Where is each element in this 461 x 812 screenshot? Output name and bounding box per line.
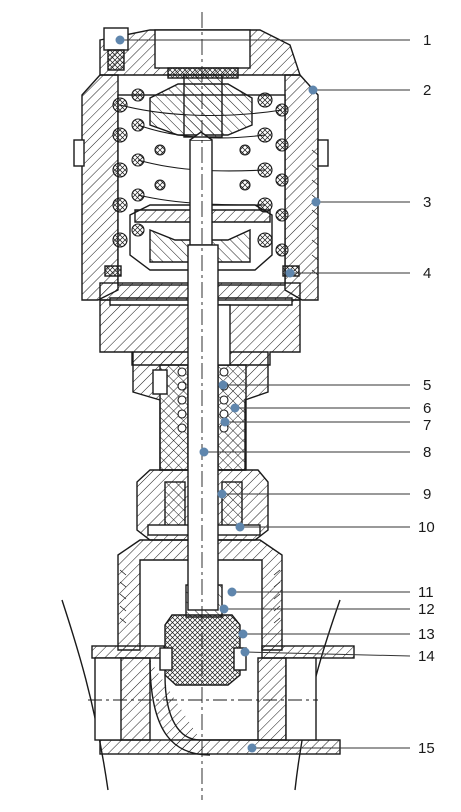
- dot-1: [115, 35, 125, 45]
- callout-number-7: 7: [423, 417, 431, 434]
- valve-stem: [183, 74, 223, 611]
- callout-number-9: 9: [423, 486, 431, 503]
- callout-number-2: 2: [423, 82, 431, 99]
- callout-number-15: 15: [418, 740, 435, 757]
- dot-14: [240, 647, 250, 657]
- dot-10: [235, 522, 245, 532]
- dot-3: [311, 197, 321, 207]
- callout-number-11: 11: [418, 584, 434, 601]
- dot-9: [217, 489, 227, 499]
- callout-number-14: 14: [418, 648, 435, 665]
- dot-15: [247, 743, 257, 753]
- leader-14: [244, 651, 411, 657]
- callout-number-13: 13: [418, 626, 435, 643]
- dot-11: [227, 587, 237, 597]
- callout-number-12: 12: [418, 601, 435, 618]
- actuator-top-cap: [99, 27, 301, 79]
- callout-number-3: 3: [423, 194, 431, 211]
- callout-leaders: [120, 39, 411, 749]
- dot-12: [219, 604, 229, 614]
- dot-6: [230, 403, 240, 413]
- callout-number-10: 10: [418, 519, 435, 536]
- dot-13: [238, 629, 248, 639]
- dot-4: [285, 268, 295, 278]
- callout-number-8: 8: [423, 444, 431, 461]
- dot-5: [218, 380, 228, 390]
- dot-7: [220, 417, 230, 427]
- actuator-springs: [112, 88, 289, 257]
- dot-2: [308, 85, 318, 95]
- callout-number-4: 4: [423, 265, 431, 282]
- callout-number-5: 5: [423, 377, 431, 394]
- callout-number-1: 1: [423, 32, 431, 49]
- callout-dots: [115, 35, 321, 753]
- callout-numbers: 1 2 3 4 5 6 7 8 9 10 11 12 13 14 15: [418, 32, 435, 757]
- valve-body: [61, 599, 355, 791]
- dot-8: [199, 447, 209, 457]
- callout-number-6: 6: [423, 400, 431, 417]
